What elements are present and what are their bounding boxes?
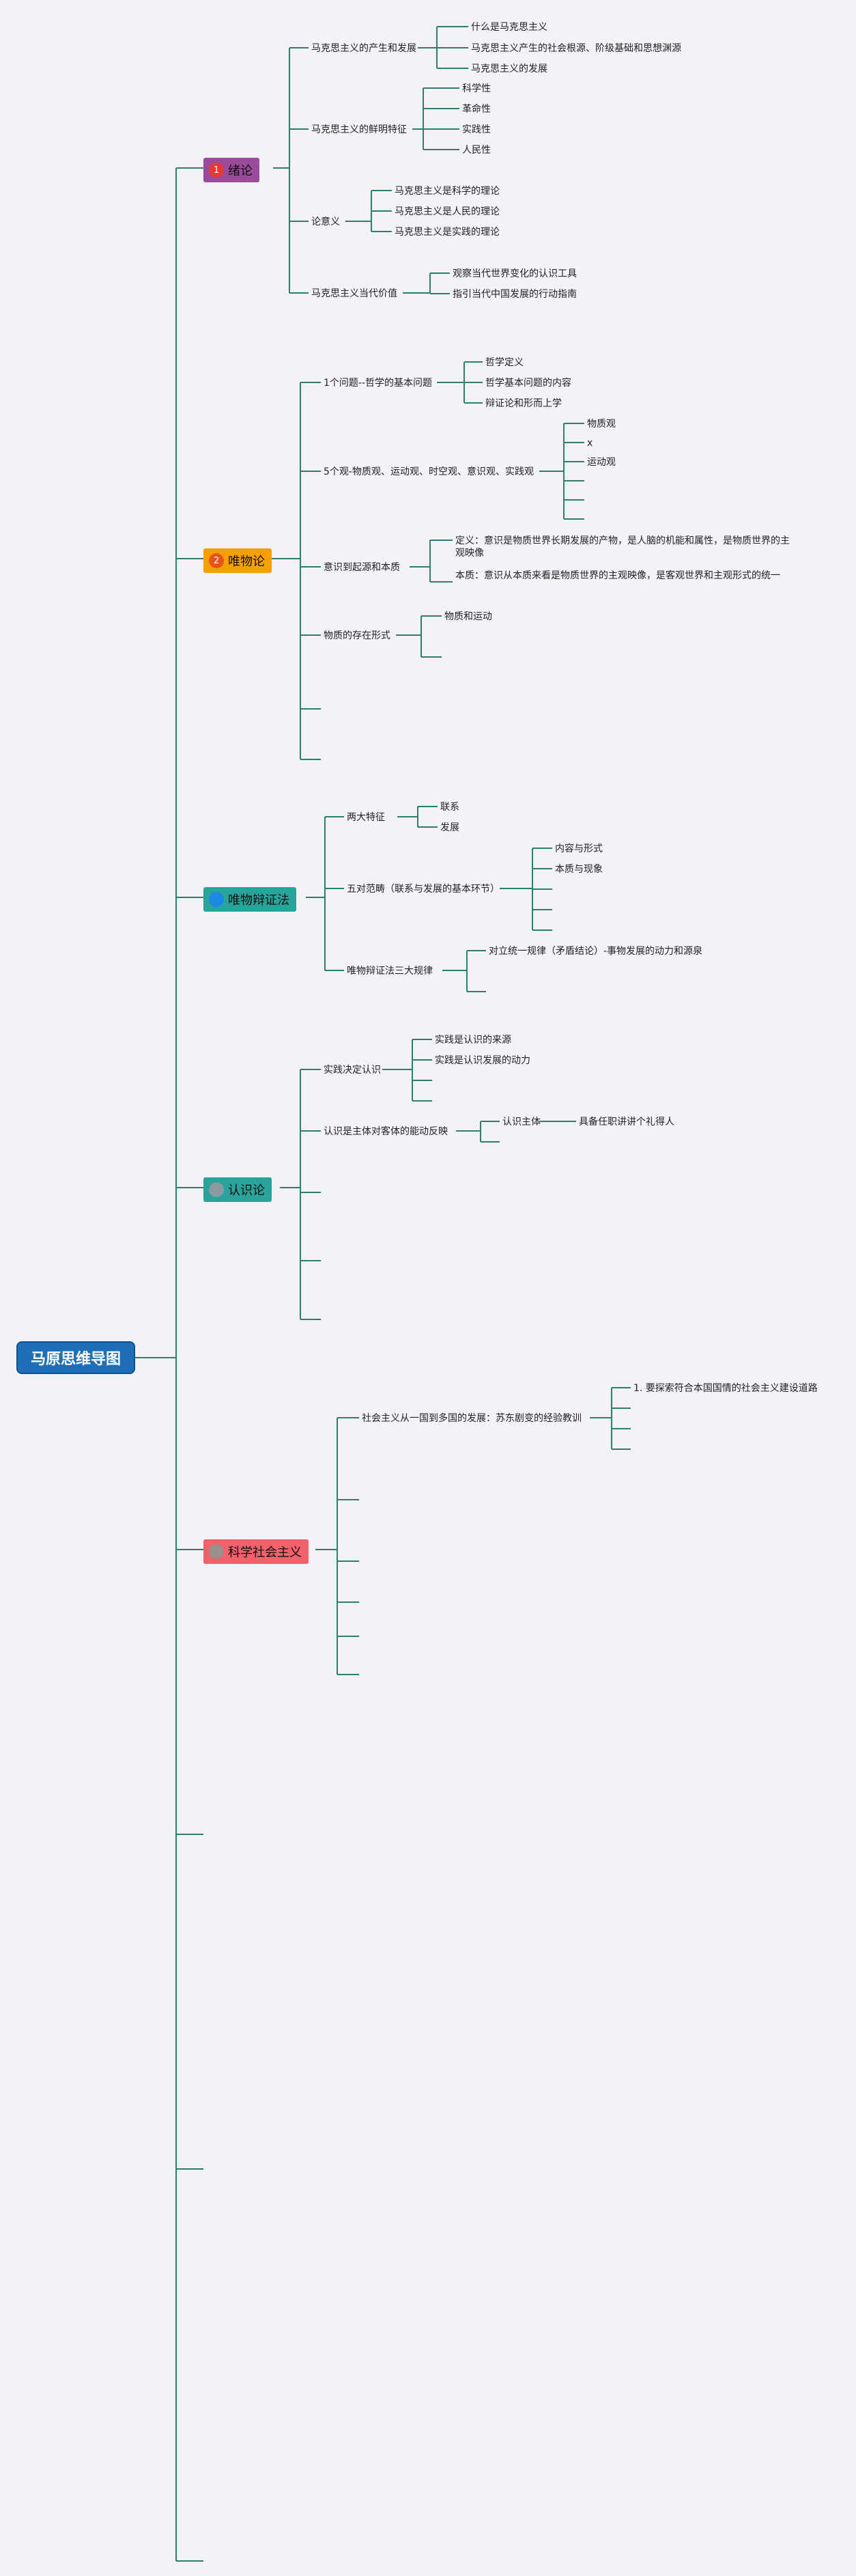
subtopic[interactable]: 马克思主义是科学的理论 xyxy=(395,186,500,197)
branch-label: 唯物辩证法 xyxy=(228,893,289,908)
subtopic[interactable]: 指引当代中国发展的行动指南 xyxy=(453,289,577,300)
subtopic[interactable]: 马克思主义是实践的理论 xyxy=(395,227,500,238)
subtopic[interactable]: 物质观 xyxy=(587,419,616,430)
subtopic[interactable]: 联系 xyxy=(440,802,459,813)
topic-origin[interactable]: 马克思主义的产生和发展 xyxy=(311,43,416,54)
branch-socialism[interactable]: 科学社会主义 xyxy=(203,1539,309,1564)
topic-consciousness[interactable]: 意识到起源和本质 xyxy=(324,562,400,573)
branch-label: 唯物论 xyxy=(228,555,265,569)
subtopic[interactable]: 本质：意识从本质来看是物质世界的主观映像，是客观世界和主观形式的统一 xyxy=(455,570,780,581)
topic-features[interactable]: 马克思主义的鲜明特征 xyxy=(311,124,407,135)
topic-existence-forms[interactable]: 物质的存在形式 xyxy=(324,630,390,641)
subtopic[interactable]: 运动观 xyxy=(587,457,616,468)
topic-two-features[interactable]: 两大特征 xyxy=(347,812,385,823)
topic-value[interactable]: 马克思主义当代价值 xyxy=(311,288,397,299)
subtopic[interactable]: 定义：意识是物质世界长期发展的产物，是人脑的机能和属性，是物质世界的主观映像 xyxy=(455,535,790,559)
subtopic[interactable]: 实践是认识的来源 xyxy=(435,1035,511,1046)
subtopic[interactable]: 本质与现象 xyxy=(555,864,603,875)
subtopic[interactable]: 认识主体 xyxy=(502,1117,541,1128)
number-two-icon: 2 xyxy=(209,553,224,568)
topic-practice[interactable]: 实践决定认识 xyxy=(324,1065,381,1076)
subtopic[interactable]: 革命性 xyxy=(462,104,491,115)
root-node[interactable]: 马原思维导图 xyxy=(16,1341,135,1374)
subtopic[interactable]: 发展 xyxy=(440,822,459,833)
subtopic[interactable]: 什么是马克思主义 xyxy=(471,22,547,33)
subtopic[interactable]: 内容与形式 xyxy=(555,843,603,854)
topic-basic-question[interactable]: 1个问题--哲学的基本问题 xyxy=(324,378,433,389)
circle-icon xyxy=(209,1182,224,1197)
topic-five-views[interactable]: 5个观-物质观、运动观、时空观、意识观、实践观 xyxy=(324,466,534,477)
subtopic[interactable]: 1. 要探索符合本国国情的社会主义建设道路 xyxy=(633,1383,818,1394)
circle-icon xyxy=(209,1544,224,1559)
globe-icon xyxy=(209,892,224,907)
number-one-icon: 1 xyxy=(209,163,224,178)
branch-intro[interactable]: 1 绪论 xyxy=(203,158,259,182)
subtopic[interactable]: 哲学定义 xyxy=(485,357,524,368)
branch-label: 认识论 xyxy=(228,1184,265,1198)
subtopic[interactable]: 人民性 xyxy=(462,145,491,156)
branch-dialectics[interactable]: 唯物辩证法 xyxy=(203,887,296,912)
topic-socialism-development[interactable]: 社会主义从一国到多国的发展：苏东剧变的经验教训 xyxy=(362,1413,582,1424)
topic-significance[interactable]: 论意义 xyxy=(311,216,340,227)
branch-epistemology[interactable]: 认识论 xyxy=(203,1177,272,1202)
branch-label: 科学社会主义 xyxy=(228,1545,302,1560)
subtopic[interactable]: 实践是认识发展的动力 xyxy=(435,1055,530,1066)
topic-reflection[interactable]: 认识是主体对客体的能动反映 xyxy=(324,1126,448,1137)
subtopic[interactable]: 科学性 xyxy=(462,83,491,94)
topic-three-laws[interactable]: 唯物辩证法三大规律 xyxy=(347,966,433,977)
branch-materialism[interactable]: 2 唯物论 xyxy=(203,548,272,573)
subtopic[interactable]: 马克思主义是人民的理论 xyxy=(395,206,500,217)
branch-label: 绪论 xyxy=(228,164,253,178)
subtopic-detail[interactable]: 具备任职讲讲个礼得人 xyxy=(579,1117,674,1128)
subtopic[interactable]: 马克思主义产生的社会根源、阶级基础和思想渊源 xyxy=(471,43,681,54)
topic-five-categories[interactable]: 五对范畴（联系与发展的基本环节） xyxy=(347,884,500,895)
subtopic[interactable]: 物质和运动 xyxy=(444,611,492,622)
subtopic[interactable]: 对立统一规律（矛盾结论）-事物发展的动力和源泉 xyxy=(489,946,703,957)
subtopic[interactable]: 哲学基本问题的内容 xyxy=(485,378,571,389)
subtopic[interactable]: 辩证论和形而上学 xyxy=(485,398,562,409)
subtopic[interactable]: 观察当代世界变化的认识工具 xyxy=(453,268,577,279)
subtopic[interactable]: x xyxy=(587,438,593,449)
subtopic[interactable]: 马克思主义的发展 xyxy=(471,64,547,74)
subtopic[interactable]: 实践性 xyxy=(462,124,491,135)
